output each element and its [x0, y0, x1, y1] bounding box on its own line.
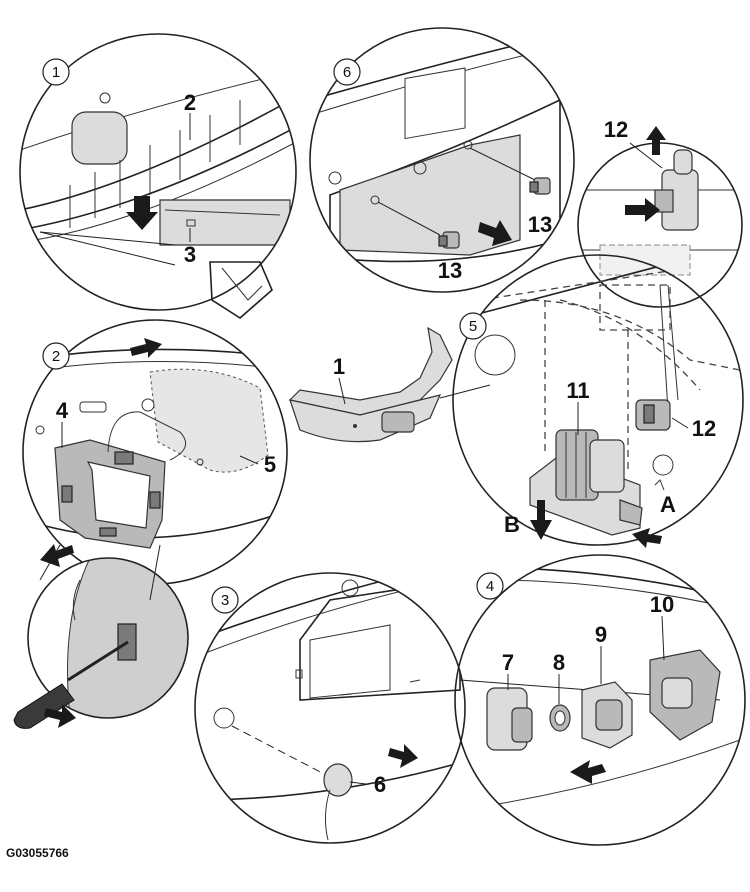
arrow-right-icon [478, 220, 512, 246]
detail-circle-step-3: 3 6 [194, 572, 466, 844]
step-number-3: 3 [221, 592, 229, 609]
callout-13-upper: 13 [528, 212, 552, 237]
callout-B: B [504, 512, 520, 537]
callout-12-upper: 12 [604, 117, 628, 142]
arrow-left-icon [40, 544, 74, 567]
detail-circle-step-6: 6 13 13 [309, 27, 575, 293]
lamp-housing-10 [649, 649, 721, 741]
bolt-13-lower [438, 231, 460, 249]
callout-12-lower: 12 [692, 416, 716, 441]
step-number-2: 2 [52, 348, 60, 365]
step-number-4: 4 [486, 578, 494, 595]
step-badge-4 [476, 572, 504, 600]
step-badge-5 [459, 312, 487, 340]
callout-8: 8 [553, 650, 565, 675]
figure-reference-code: G03055766 [6, 846, 69, 860]
callout-4: 4 [56, 398, 69, 423]
step-badge-6 [333, 58, 361, 86]
bolt-13-upper [529, 177, 551, 195]
mounting-frame-4 [54, 439, 166, 549]
step-badge-3 [211, 586, 239, 614]
arrow-up-icon [646, 126, 666, 155]
arrow-down-icon [126, 196, 158, 230]
callout-5: 5 [264, 452, 276, 477]
callout-7: 7 [502, 650, 514, 675]
arrow-down-icon [530, 500, 552, 540]
callout-9: 9 [595, 622, 607, 647]
detail-circle-step-2: 2 4 5 [22, 319, 288, 585]
callout-2: 2 [184, 90, 196, 115]
callout-13-lower: 13 [438, 258, 462, 283]
step-badge-1 [42, 58, 70, 86]
step-number-1: 1 [52, 64, 60, 81]
detail-circle-step-1: 1 2 3 [19, 33, 297, 319]
license-plate-lamp-11 [529, 429, 643, 536]
trim-strip [69, 100, 241, 228]
arrow-right-icon [130, 338, 162, 358]
detail-circle-step-5: 5 11 12 A B [452, 254, 744, 548]
callout-10: 10 [650, 592, 674, 617]
detail-circle-step-4: 4 7 8 9 10 [454, 554, 746, 846]
callout-11: 11 [566, 378, 589, 403]
seal-ring-8 [549, 704, 571, 732]
bulb-socket-7 [486, 687, 533, 751]
detail-circle-tool [13, 544, 189, 729]
arrow-left-icon [632, 528, 662, 548]
step-number-5: 5 [469, 318, 477, 335]
step-number-6: 6 [343, 64, 351, 81]
callout-3: 3 [184, 242, 196, 267]
callout-1: 1 [333, 354, 345, 379]
callout-A: A [660, 492, 676, 517]
bulb-holder-9 [581, 681, 633, 749]
screwdriver-icon [13, 640, 129, 729]
arrow-right-icon [625, 198, 660, 222]
detail-circle-connector: 12 [577, 117, 743, 411]
step-badge-2 [42, 342, 70, 370]
arrow-right-icon [44, 704, 76, 728]
arrow-left-icon [570, 760, 606, 784]
arrow-right-icon [388, 744, 418, 768]
rear-bumper-1: 1 [288, 326, 491, 443]
callout-6: 6 [374, 772, 386, 797]
